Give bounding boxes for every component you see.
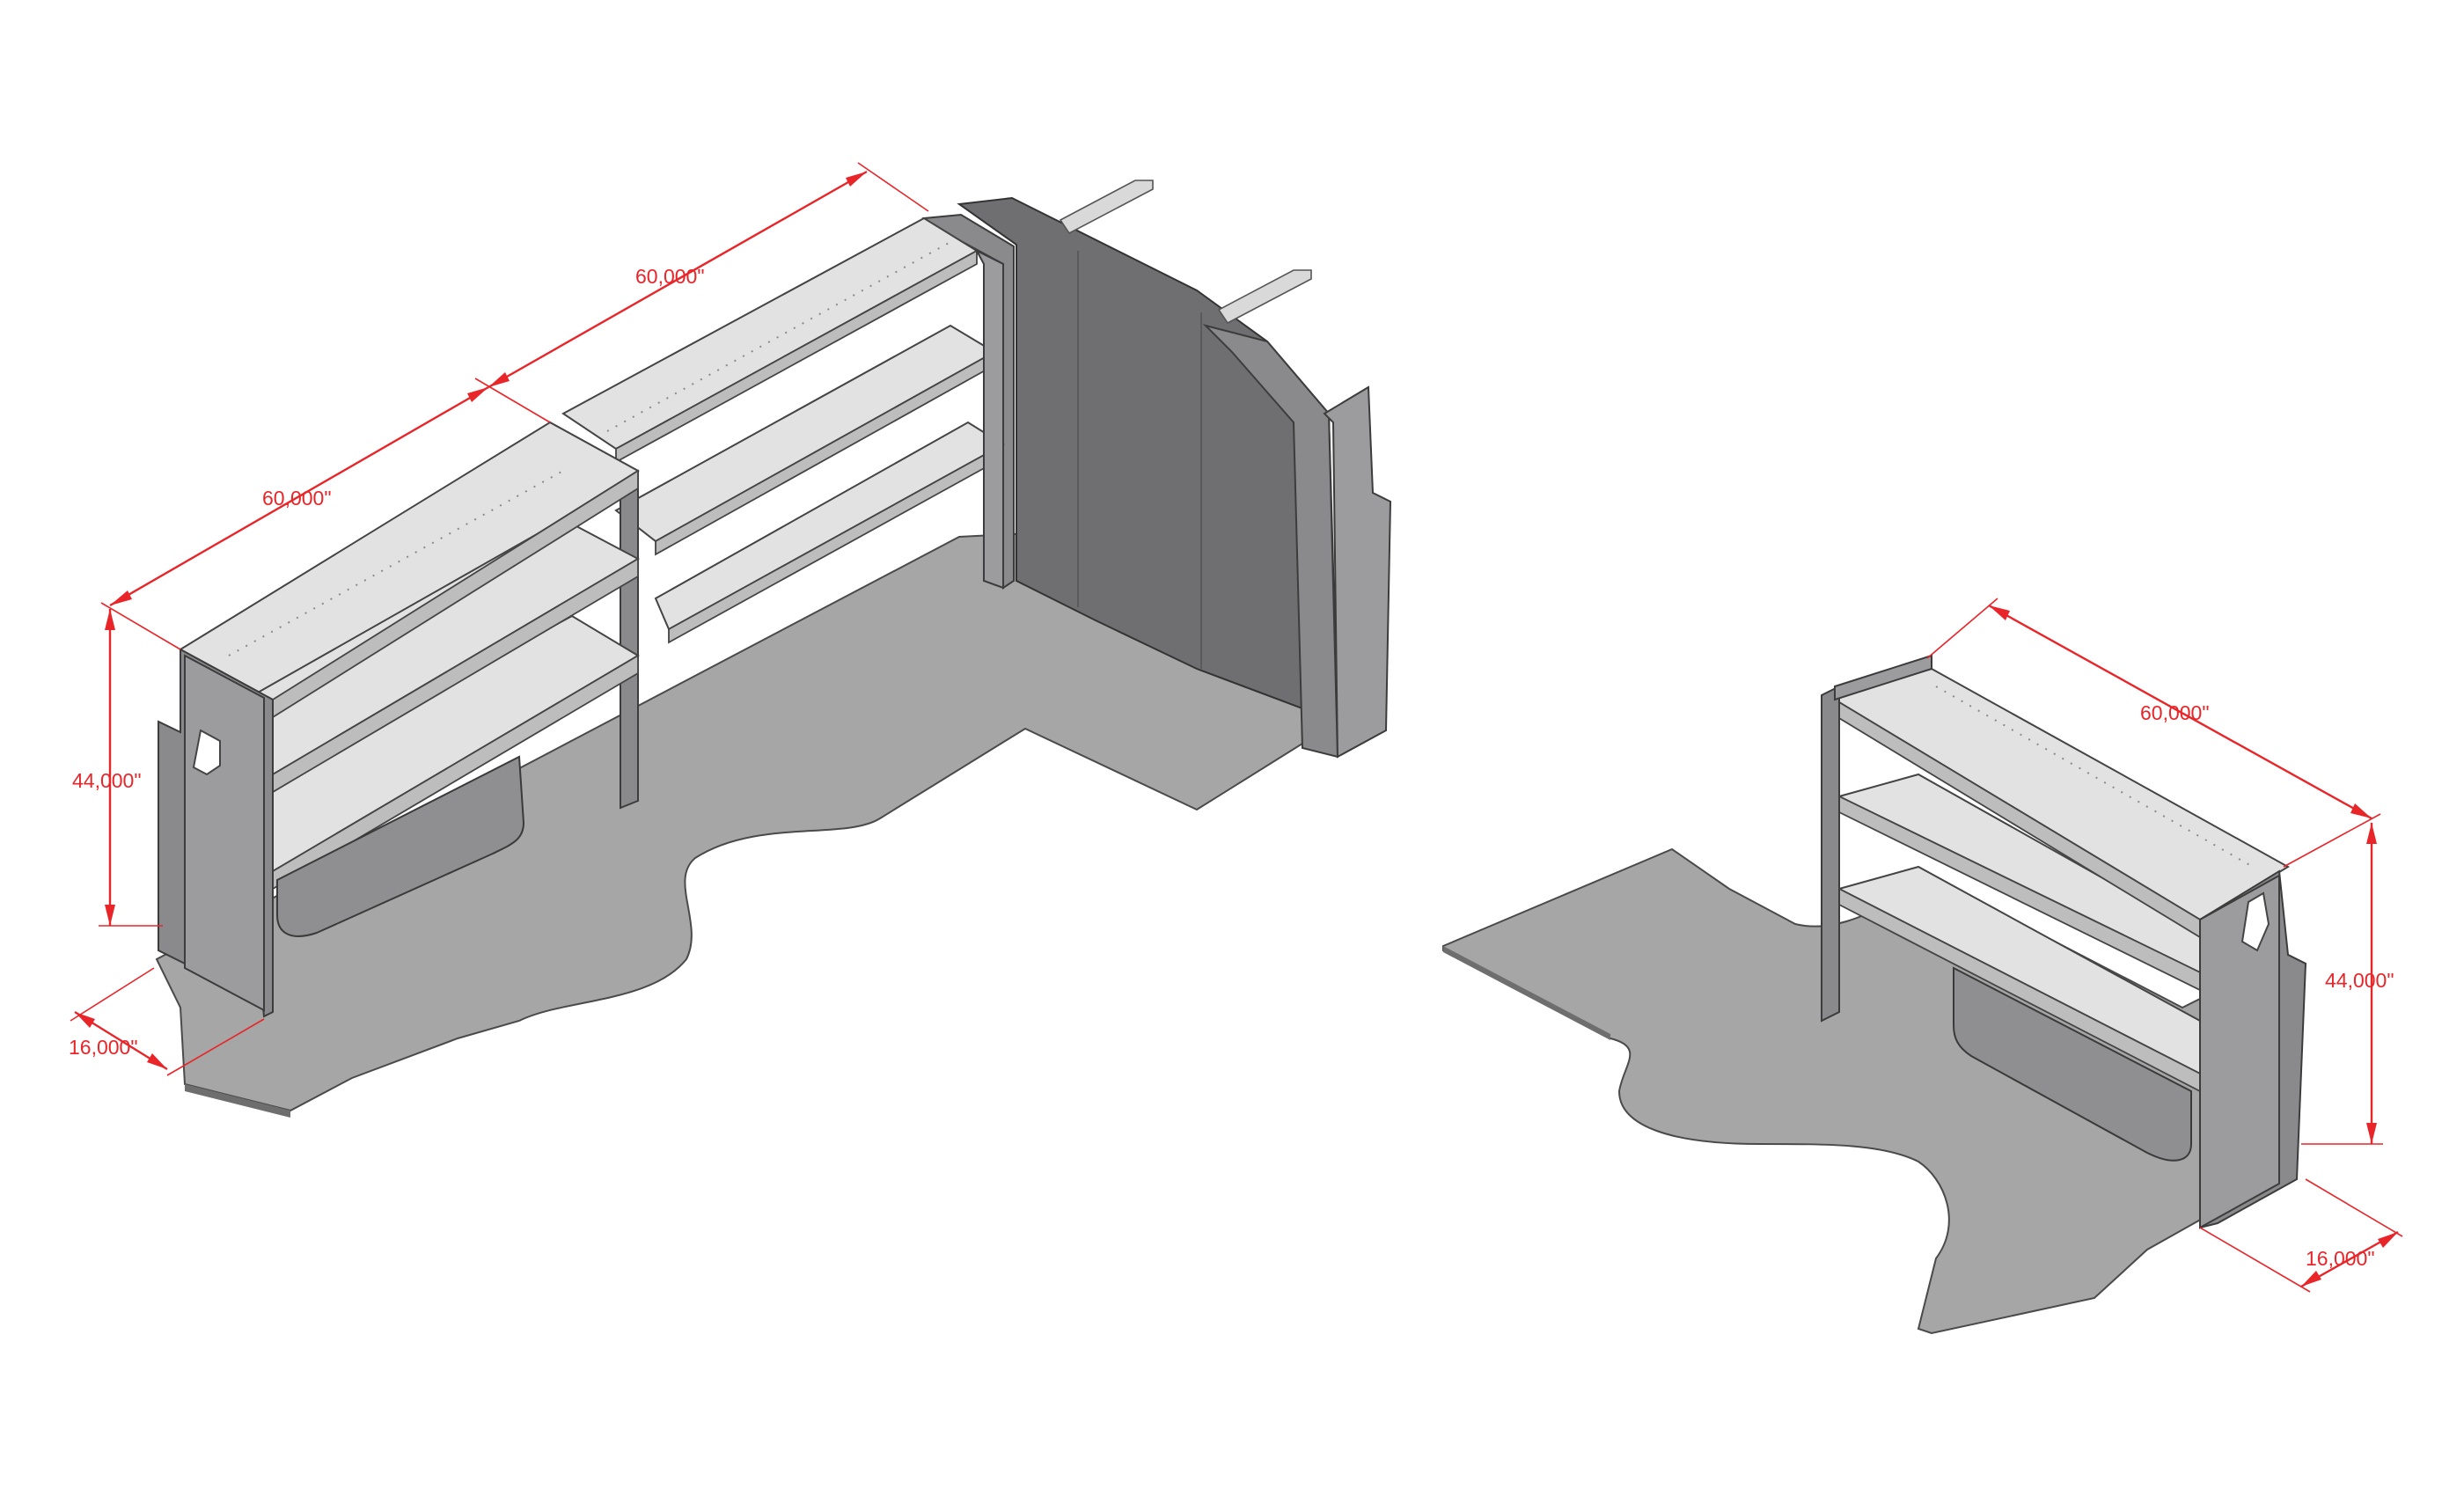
label-left-height: 44,000" <box>72 769 142 792</box>
left-floor <box>155 531 1339 1112</box>
arrow-right-height-a <box>2366 823 2377 844</box>
ext-left-length-upper-a <box>474 378 551 423</box>
right-unit-back-rail <box>1834 654 1932 701</box>
left-strap-2 <box>1217 269 1312 325</box>
arrow-right-height-b <box>2366 1123 2377 1144</box>
right-unit-left-panel <box>1821 685 1840 1023</box>
arrow-left-height-a <box>105 609 115 630</box>
arrow-right-length-a <box>1989 605 2010 620</box>
ext-right-length-a <box>1926 598 1998 659</box>
left-bulkhead-panel <box>1202 324 1339 759</box>
ext-right-depth-a <box>2199 1227 2311 1293</box>
arrow-left-depth-a <box>75 1012 95 1028</box>
arrow-left-length-lower-b <box>467 387 488 402</box>
left-dimensions: 60,000" 60,000" 44,000" 16,000" <box>69 162 929 1076</box>
ext-right-length-b <box>2283 813 2381 868</box>
label-left-length-lower: 60,000" <box>262 487 332 510</box>
back-unit-support <box>974 248 1004 590</box>
arrow-right-depth-b <box>2378 1232 2398 1248</box>
ext-left-length-upper-b <box>857 162 929 212</box>
back-unit-shelf-top <box>561 216 979 451</box>
dim-line-left-length-upper <box>488 170 868 389</box>
arrow-left-length-upper-b <box>846 172 867 187</box>
arrow-right-depth-a <box>2301 1271 2321 1287</box>
left-floor-edge <box>185 1084 290 1118</box>
ext-left-depth-b <box>166 1018 265 1076</box>
right-floor-edge <box>1443 946 1610 1040</box>
arrow-left-length-lower-a <box>110 590 132 605</box>
ext-left-depth-a <box>70 967 155 1022</box>
label-right-depth: 16,000" <box>2306 1247 2375 1270</box>
right-assembly <box>1442 654 2307 1335</box>
ext-right-depth-b <box>2305 1178 2403 1237</box>
dim-line-right-length <box>1988 604 2372 820</box>
right-unit-end-face <box>2199 874 2280 1229</box>
left-strap-1 <box>1059 180 1154 235</box>
right-unit-bin <box>1953 966 2192 1162</box>
left-assembly <box>155 180 1392 1118</box>
front-unit-end-face <box>184 654 265 1012</box>
ext-left-length-lower-a <box>100 602 181 650</box>
front-unit-handle-cutout <box>192 729 221 776</box>
arrow-left-height-b <box>105 905 115 926</box>
label-left-length-upper: 60,000" <box>635 265 705 288</box>
arrow-left-depth-b <box>147 1053 167 1069</box>
label-right-height: 44,000" <box>2325 969 2394 992</box>
right-dimensions: 60,000" 44,000" 16,000" <box>1926 598 2403 1293</box>
right-unit-handle-cutout <box>2240 891 2270 952</box>
left-bulkhead-wing <box>1323 385 1392 759</box>
label-left-depth: 16,000" <box>69 1036 138 1059</box>
back-unit-lip-top <box>615 249 978 464</box>
front-unit-bin <box>276 755 525 937</box>
arrow-left-length-upper-a <box>488 372 510 387</box>
label-right-length: 60,000" <box>2140 701 2210 724</box>
dim-line-left-length-lower <box>109 385 489 607</box>
arrow-right-length-b <box>2350 803 2372 818</box>
